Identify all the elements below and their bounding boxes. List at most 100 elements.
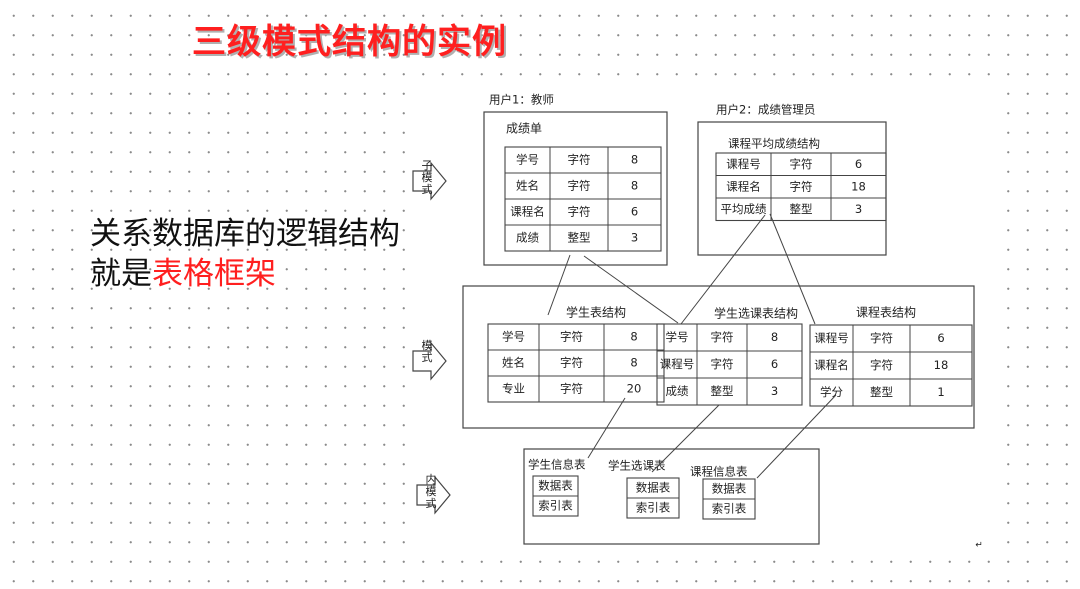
internal-2-name: 课程信息表	[690, 465, 748, 479]
schema-course-name: 课程表结构	[856, 305, 916, 320]
schema-enroll-table-cell: 8	[771, 330, 778, 344]
svg-text:模: 模	[422, 339, 433, 352]
map-line	[547, 254, 571, 316]
schema-student-table-cell: 学号	[502, 330, 525, 344]
internal-2-item: 数据表	[712, 482, 747, 496]
user2-table-cell: 整型	[790, 202, 813, 216]
schema-course-table-cell: 课程名	[814, 358, 849, 372]
user1-label: 用户1：教师	[489, 93, 554, 107]
caption-line-1: 关系数据库的逻辑结构	[90, 216, 400, 252]
svg-text:模: 模	[422, 171, 433, 184]
caption-prefix: 就是	[90, 256, 152, 292]
user2-table-cell: 字符	[790, 179, 813, 193]
schema-enroll-table-cell: 3	[771, 384, 778, 398]
user1-table-cell: 3	[631, 231, 638, 245]
user2-table-cell: 课程名	[726, 179, 761, 193]
schema-enroll-table-cell: 课程号	[660, 357, 695, 371]
schema-student-table-cell: 字符	[560, 382, 583, 396]
schema-student-table-cell: 8	[630, 330, 637, 344]
svg-text:式: 式	[426, 497, 437, 510]
slide-title: 三级模式结构的实例	[192, 22, 507, 62]
schema-student-table-cell: 专业	[502, 382, 525, 396]
user2-table-grid	[715, 152, 887, 222]
schema-course-table-cell: 字符	[870, 331, 893, 345]
user1-table-cell: 字符	[568, 153, 591, 167]
user1-table-cell: 8	[631, 153, 638, 167]
arrow-internal-schema	[416, 475, 451, 515]
schema-course-table-cell: 学分	[820, 385, 843, 399]
map-line	[587, 397, 626, 459]
user1-table-cell: 学号	[516, 153, 539, 167]
internal-0-name: 学生信息表	[528, 458, 586, 472]
user1-table-cell: 成绩	[516, 231, 539, 245]
schema-enroll-table-grid	[656, 323, 803, 406]
schema-enroll-table-cell: 整型	[711, 384, 734, 398]
map-line	[756, 394, 837, 479]
svg-text:式: 式	[422, 351, 433, 364]
arrow-sub-schema-label: 子模式	[422, 159, 433, 196]
internal-box	[523, 448, 820, 545]
caption-highlight: 表格框架	[152, 256, 276, 292]
schema-enroll-name: 学生选课表结构	[714, 306, 798, 321]
user1-table-name: 成绩单	[506, 122, 542, 136]
schema-enroll-table-cell: 6	[771, 357, 778, 371]
svg-text:式: 式	[422, 183, 433, 196]
user1-table-cell: 姓名	[516, 179, 539, 193]
map-line	[680, 214, 766, 325]
schema-enroll-table-cell: 成绩	[666, 384, 689, 398]
user1-table-cell: 6	[631, 205, 638, 219]
caption-line-2: 就是表格框架	[90, 254, 400, 294]
internal-1-name: 学生选课表	[608, 459, 666, 473]
schema-student-table-cell: 8	[630, 356, 637, 370]
internal-2-item: 索引表	[712, 502, 747, 516]
user2-table-cell: 课程号	[726, 157, 761, 171]
user2-table-cell: 18	[851, 179, 866, 193]
diagram-figure	[405, 83, 1000, 548]
user1-box	[483, 111, 668, 266]
user2-table-cell: 6	[855, 157, 862, 171]
schema-box	[462, 285, 975, 429]
slide-caption: 关系数据库的逻辑结构 就是表格框架	[90, 214, 400, 294]
user1-table-cell: 整型	[568, 231, 591, 245]
user2-table-name: 课程平均成绩结构	[728, 137, 820, 151]
svg-text:模: 模	[426, 485, 437, 498]
user1-table-cell: 8	[631, 179, 638, 193]
schema-enroll-table-cell: 字符	[711, 357, 734, 371]
map-line	[769, 213, 816, 325]
schema-student-table-cell: 字符	[560, 356, 583, 370]
internal-1-item: 数据表	[636, 481, 671, 495]
arrow-sub-schema	[412, 161, 447, 201]
schema-enroll-table-cell: 字符	[711, 330, 734, 344]
arrow-schema-label: 模式	[422, 339, 433, 364]
schema-course-table-cell: 1	[937, 385, 944, 399]
svg-text:内: 内	[426, 472, 437, 486]
schema-student-table-grid	[487, 323, 665, 403]
arrow-internal-schema-label: 内模式	[426, 472, 437, 510]
schema-course-table-cell: 18	[934, 358, 949, 372]
schema-enroll-table-cell: 学号	[666, 330, 689, 344]
paragraph-mark: ↵	[975, 541, 983, 551]
user1-table-cell: 字符	[568, 205, 591, 219]
schema-student-table-cell: 姓名	[502, 356, 525, 370]
internal-1-item: 索引表	[636, 501, 671, 515]
schema-course-table-cell: 字符	[870, 358, 893, 372]
map-line	[651, 404, 720, 473]
map-line	[583, 255, 679, 324]
schema-student-table-cell: 20	[627, 382, 642, 396]
schema-course-table-grid	[809, 324, 973, 407]
schema-course-table-cell: 6	[937, 331, 944, 345]
schema-student-table-cell: 字符	[560, 330, 583, 344]
internal-0-item: 索引表	[538, 499, 573, 513]
schema-student-name: 学生表结构	[566, 305, 626, 320]
schema-course-table-cell: 课程号	[814, 331, 849, 345]
user1-table-cell: 字符	[568, 179, 591, 193]
schema-course-table-cell: 整型	[870, 385, 893, 399]
user1-table-cell: 课程名	[510, 205, 545, 219]
user2-label: 用户2：成绩管理员	[716, 103, 815, 117]
user2-table-cell: 字符	[790, 157, 813, 171]
svg-text:子: 子	[422, 159, 433, 172]
arrow-schema	[412, 341, 447, 381]
internal-0-item: 数据表	[538, 479, 573, 493]
user2-table-cell: 平均成绩	[721, 202, 767, 216]
